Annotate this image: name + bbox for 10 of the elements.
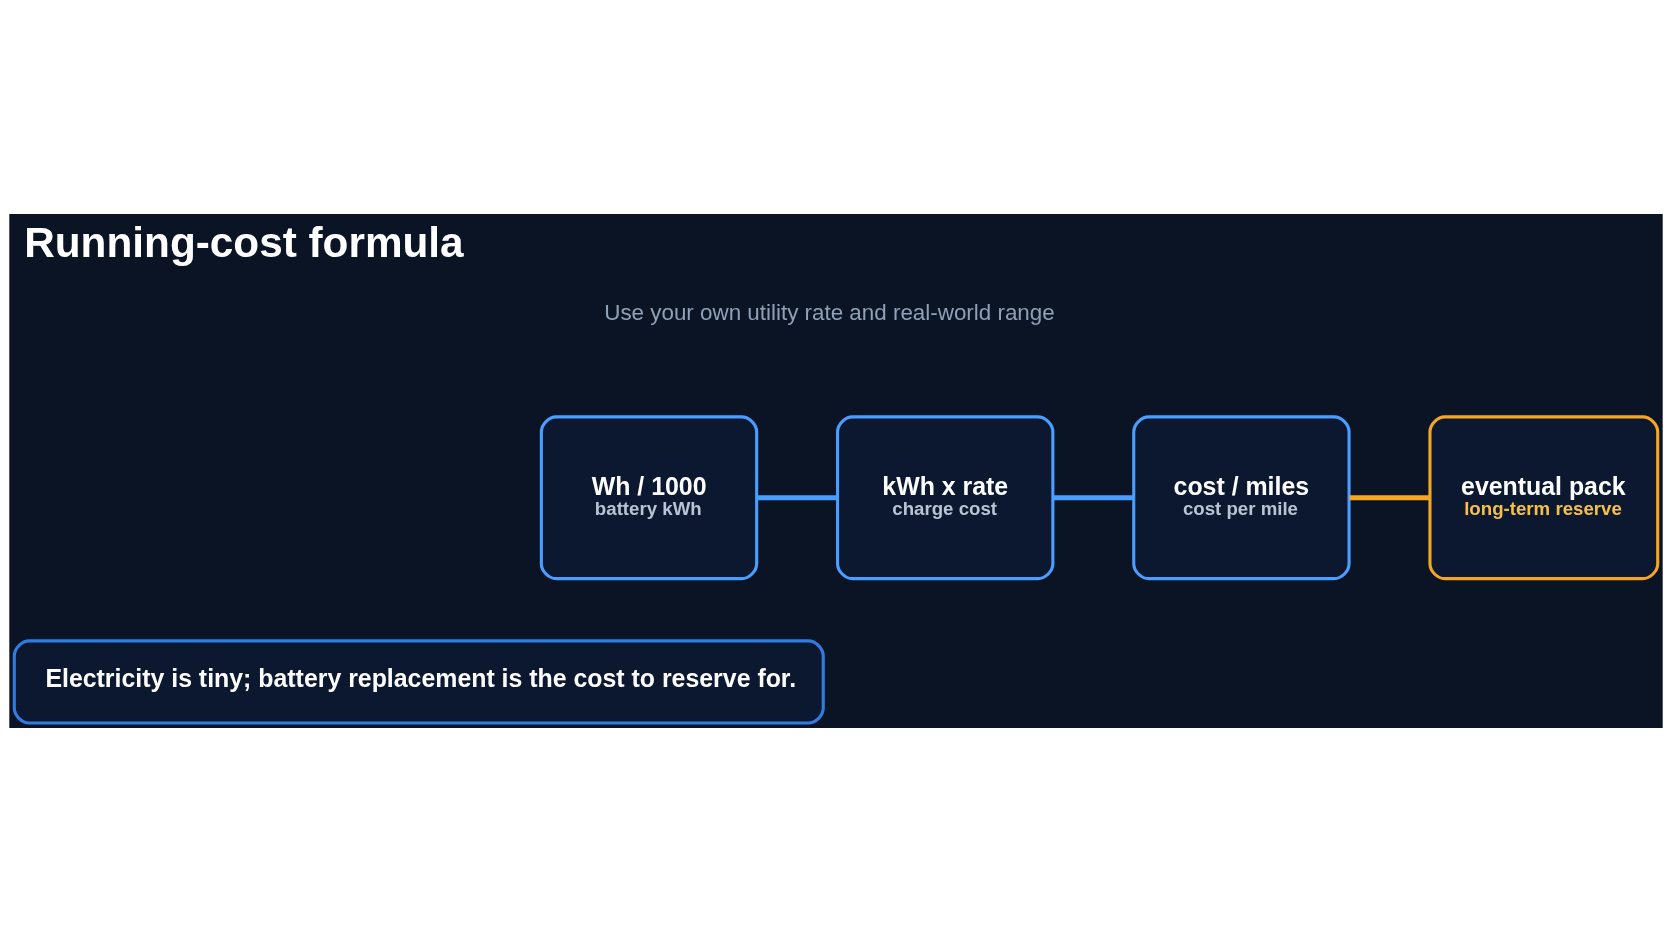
diagram-title: Running-cost formula xyxy=(24,218,464,266)
node-box: kWh x rate charge cost xyxy=(836,414,1055,580)
label: Use your own utility rate and real-world range xyxy=(604,299,1055,325)
node-box: Wh / 1000 battery kWh xyxy=(539,414,759,580)
connector xyxy=(1349,494,1430,500)
node-box: Electricity is tiny; battery replacement is the cost to reserve for. xyxy=(12,638,825,725)
node-box: eventual pack long-term reserve xyxy=(1428,414,1660,580)
connector xyxy=(1053,494,1134,500)
node-box: cost / miles cost per mile xyxy=(1132,414,1351,580)
connector xyxy=(757,494,838,500)
